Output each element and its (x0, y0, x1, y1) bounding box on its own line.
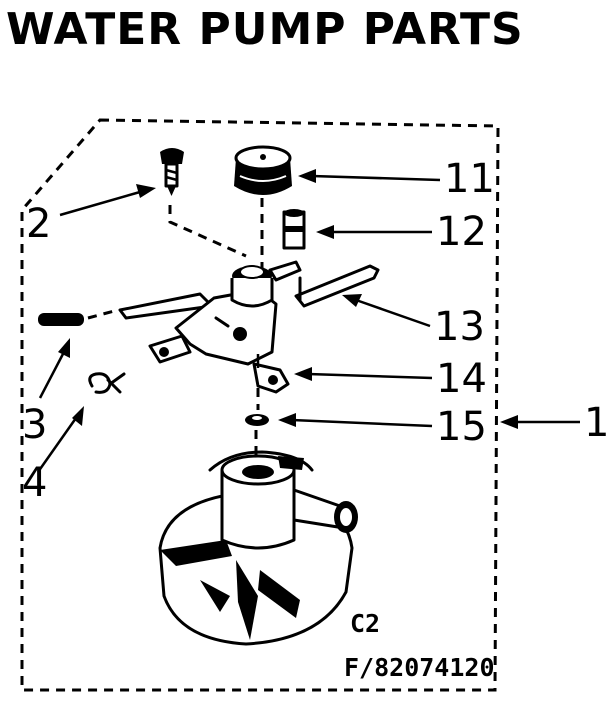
part-14-pump-body (118, 260, 302, 394)
callout-15: 15 (436, 404, 487, 450)
diagram-title: WATER PUMP PARTS (6, 4, 524, 55)
callout-13: 13 (434, 304, 485, 350)
code-line-1: C2 (350, 609, 380, 638)
pin-alignment-line (87, 308, 119, 320)
callout-3: 3 (22, 402, 47, 448)
part-2-screw (160, 148, 184, 196)
callout-1: 1 (584, 400, 608, 446)
callout-14: 14 (436, 356, 487, 402)
part-3-pin (38, 313, 84, 326)
part-11-cap (234, 145, 292, 195)
part-12-bushing (282, 209, 306, 250)
callout-12: 12 (436, 209, 487, 255)
part-15-seal (245, 414, 269, 426)
screw-alignment-line (168, 205, 247, 258)
part-13-lever-arm (294, 264, 380, 308)
callout-11: 11 (444, 156, 495, 202)
callout-2: 2 (26, 201, 51, 247)
leader-lines (36, 169, 580, 473)
callout-4: 4 (22, 460, 47, 506)
code-line-2: F/82074120 (344, 653, 495, 682)
pump-housing (158, 450, 358, 646)
part-4-spring-clip (88, 372, 126, 394)
